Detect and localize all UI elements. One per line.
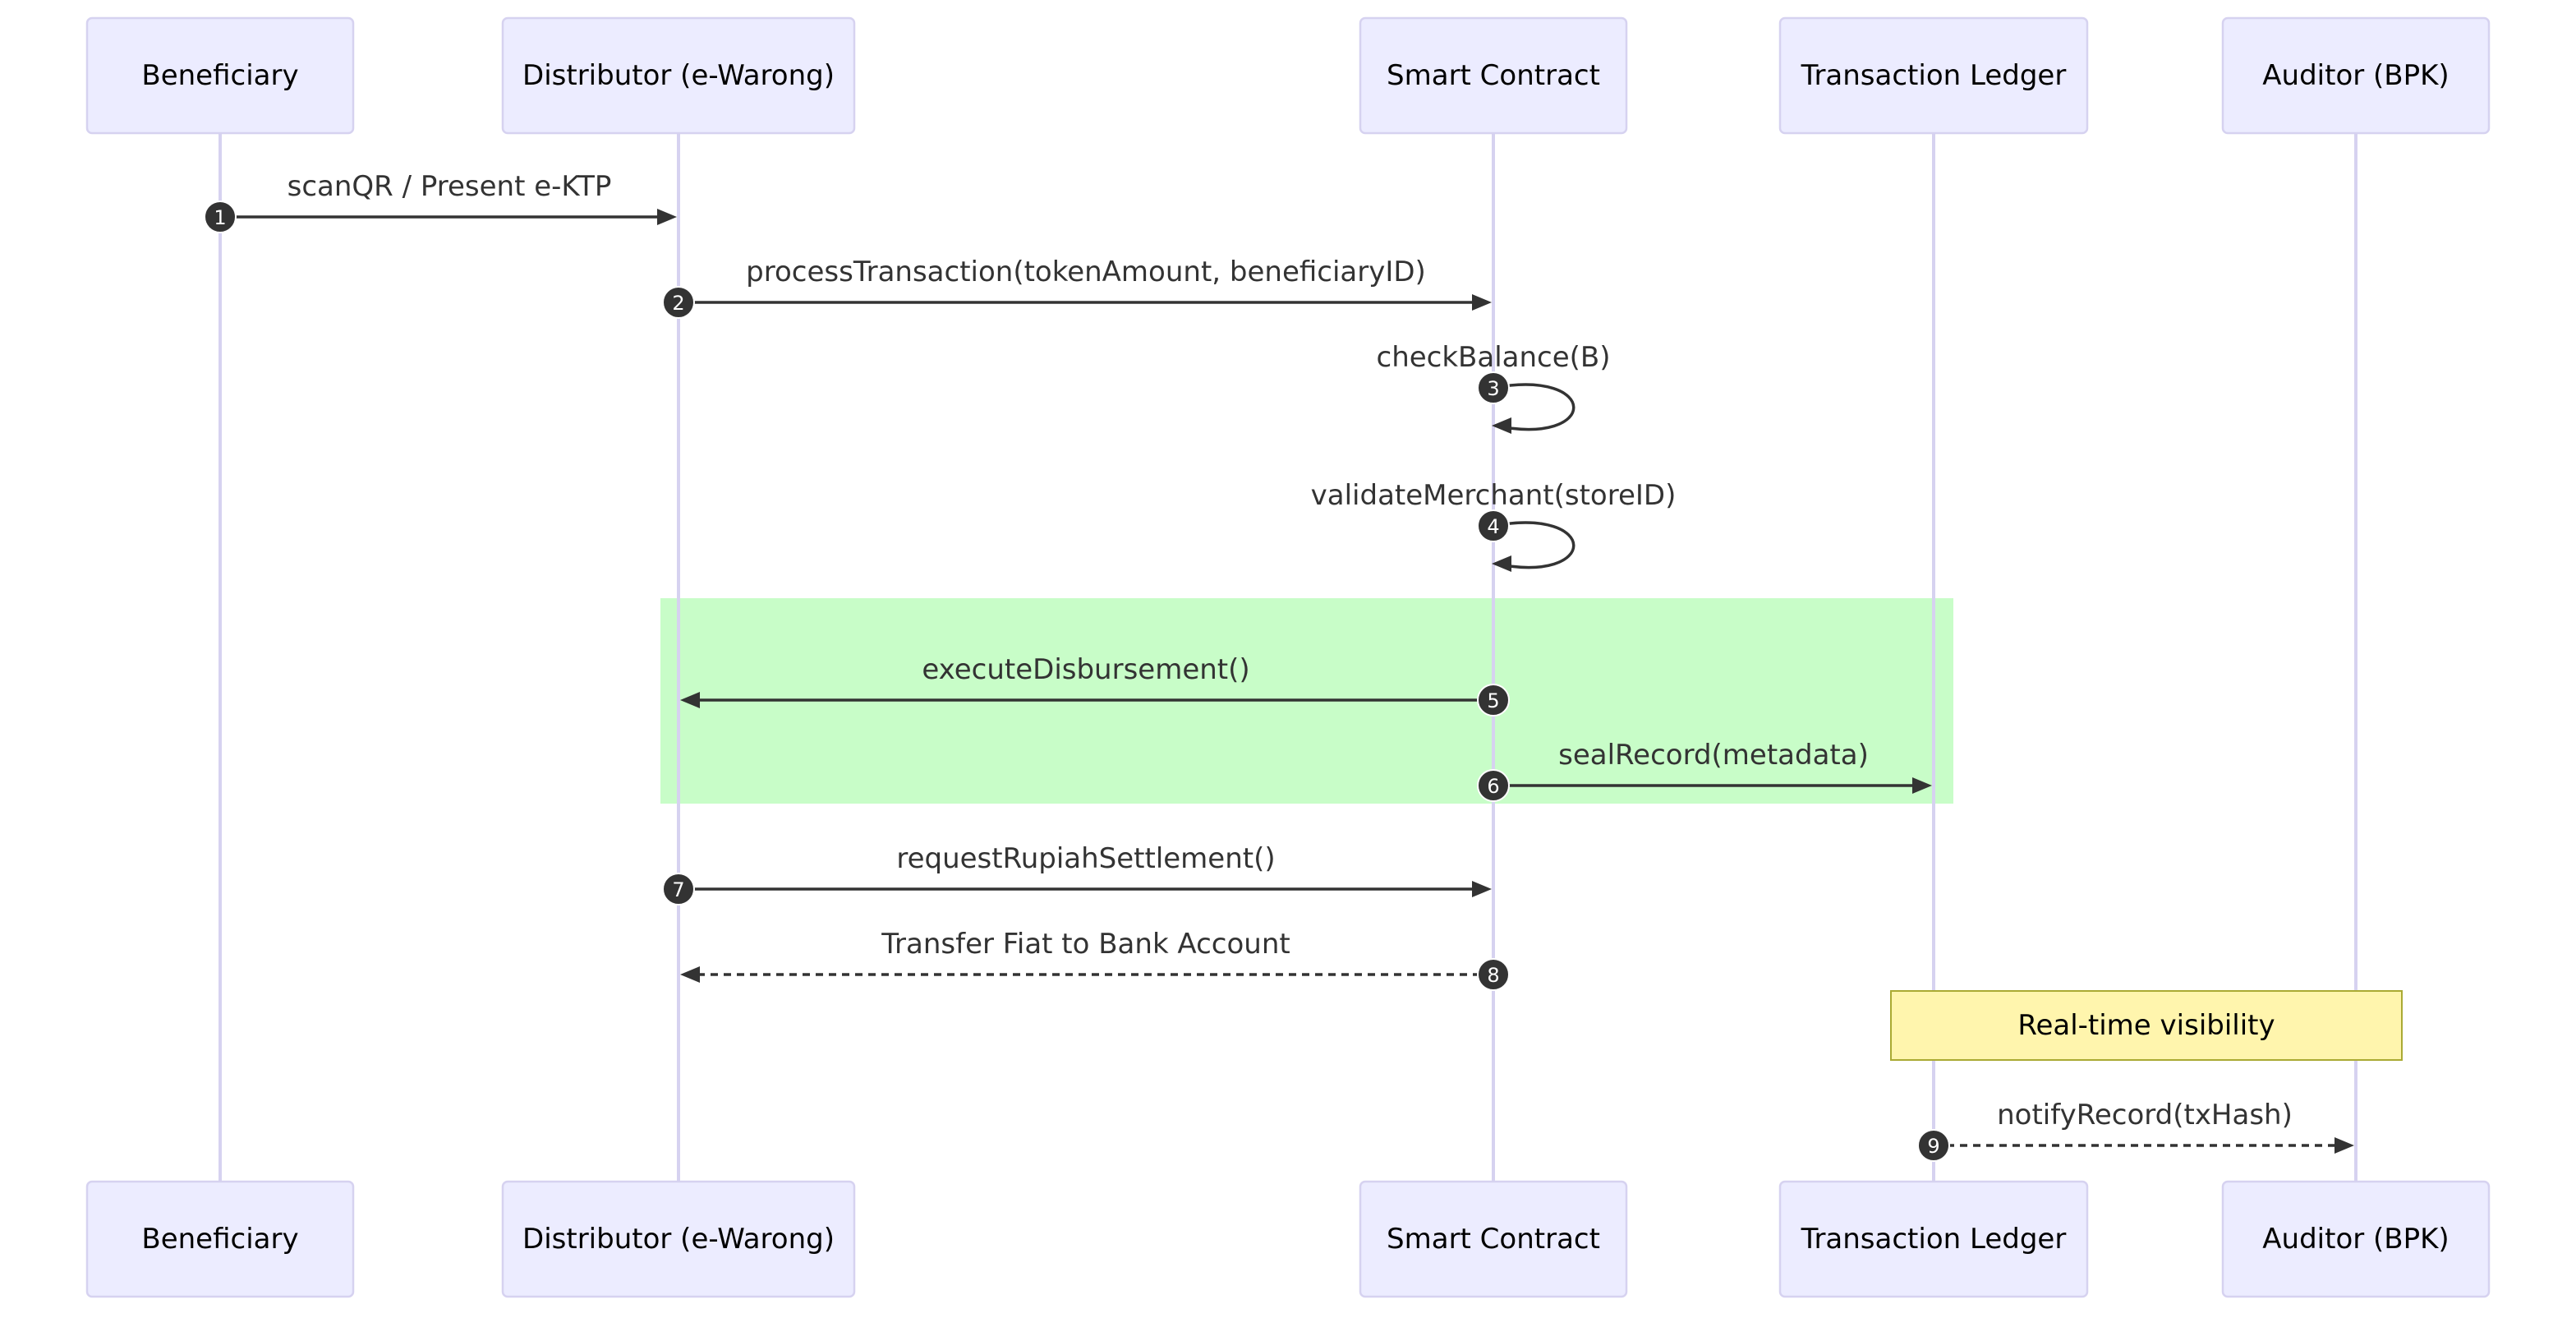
participant-box [2221,16,2491,135]
participant-label: Beneficiary [141,1223,298,1256]
message-5: executeDisbursement() 5 [680,653,1510,717]
participant-box [501,16,856,135]
message-6: sealRecord(metadata) 6 [1477,739,1932,802]
participant-label: Distributor (e-Warong) [522,1223,835,1256]
message-label: scanQR / Present e-KTP [288,170,612,203]
participant-label: Smart Contract [1387,1223,1600,1256]
message-1: scanQR / Present e-KTP 1 [204,170,677,233]
arrow-head [1912,777,1932,794]
arrow-head [2334,1137,2354,1154]
sequence-number: 8 [1477,958,1510,991]
note-text: Real-time visibility [2017,1009,2275,1042]
sequence-number-text: 9 [1927,1135,1939,1158]
sequence-number-text: 2 [672,292,684,315]
sequence-badge [1477,769,1510,802]
participant-label: Smart Contract [1387,59,1600,92]
sequence-badge [1917,1129,1950,1162]
messages-layer: scanQR / Present e-KTP 1 processTransactio… [204,170,2354,1162]
participant-box [2221,1180,2491,1298]
participant-distributor-top: Distributor (e-Warong) [501,16,856,135]
arrow-head [1492,417,1511,434]
arrow-head [1492,555,1511,572]
arrow-head [657,209,677,225]
message-line [1493,521,1576,569]
participant-label: Transaction Ledger [1801,59,2067,92]
message-label: notifyRecord(txHash) [1997,1099,2293,1131]
sequence-number-text: 7 [672,878,684,901]
sequence-number: 1 [204,200,237,233]
message-label: validateMerchant(storeID) [1311,479,1677,512]
message-label: requestRupiahSettlement() [896,842,1275,875]
participant-label: Beneficiary [141,59,298,92]
participant-box [85,16,355,135]
message-8: Transfer Fiat to Bank Account 8 [680,928,1510,991]
sequence-number: 2 [662,286,695,319]
message-label: sealRecord(metadata) [1558,739,1869,772]
note-layer: Real-time visibility [1890,990,2403,1061]
message-7: requestRupiahSettlement() 7 [662,842,1492,906]
sequence-badge [1477,958,1510,991]
participant-beneficiary-top: Beneficiary [85,16,355,135]
message-line [1493,383,1576,431]
message-9: notifyRecord(txHash) 9 [1917,1099,2354,1162]
participant-label: Auditor (BPK) [2262,59,2449,92]
message-4: validateMerchant(storeID) 4 [1311,479,1677,572]
participant-ledger-top: Transaction Ledger [1778,16,2089,135]
sequence-badge [1477,684,1510,717]
participant-distributor-bottom: Distributor (e-Warong) [501,1180,856,1298]
sequence-number-text: 6 [1487,775,1499,798]
sequence-number: 4 [1477,509,1510,542]
arrow-head [1472,294,1492,311]
participant-box [85,1180,355,1298]
sequence-badge [1477,509,1510,542]
sequence-number-text: 3 [1487,377,1499,400]
arrow-head [680,692,700,708]
arrow-head [1472,881,1492,897]
message-label: processTransaction(tokenAmount, benefici… [746,256,1426,288]
note-box [1890,990,2403,1061]
message-label: executeDisbursement() [922,653,1249,686]
sequence-number-text: 8 [1487,964,1499,987]
participant-auditor-bottom: Auditor (BPK) [2221,1180,2491,1298]
sequence-number-text: 1 [214,206,226,229]
sequence-number: 5 [1477,684,1510,717]
participant-label: Transaction Ledger [1801,1223,2067,1256]
sequence-badge [204,200,237,233]
participant-box [501,1180,856,1298]
sequence-badge [1477,371,1510,404]
message-label: checkBalance(B) [1377,341,1611,374]
participant-box [1778,1180,2089,1298]
sequence-number: 6 [1477,769,1510,802]
note: Real-time visibility [1890,990,2403,1061]
participant-label: Distributor (e-Warong) [522,59,835,92]
participant-label: Auditor (BPK) [2262,1223,2449,1256]
participant-box [1778,16,2089,135]
sequence-number-text: 5 [1487,689,1499,712]
arrow-head [680,966,700,983]
sequence-number-text: 4 [1487,515,1499,538]
sequence-badge [662,286,695,319]
message-3: checkBalance(B) 3 [1377,341,1611,434]
participant-auditor-top: Auditor (BPK) [2221,16,2491,135]
participant-beneficiary-bottom: Beneficiary [85,1180,355,1298]
participant-box [1359,16,1628,135]
message-2: processTransaction(tokenAmount, benefici… [662,256,1492,319]
participant-ledger-bottom: Transaction Ledger [1778,1180,2089,1298]
participant-smart_contract-bottom: Smart Contract [1359,1180,1628,1298]
sequence-number: 3 [1477,371,1510,404]
sequence-badge [662,873,695,906]
message-label: Transfer Fiat to Bank Account [881,928,1290,961]
sequence-number: 7 [662,873,695,906]
sequence-number: 9 [1917,1129,1950,1162]
participant-box [1359,1180,1628,1298]
participant-smart_contract-top: Smart Contract [1359,16,1628,135]
